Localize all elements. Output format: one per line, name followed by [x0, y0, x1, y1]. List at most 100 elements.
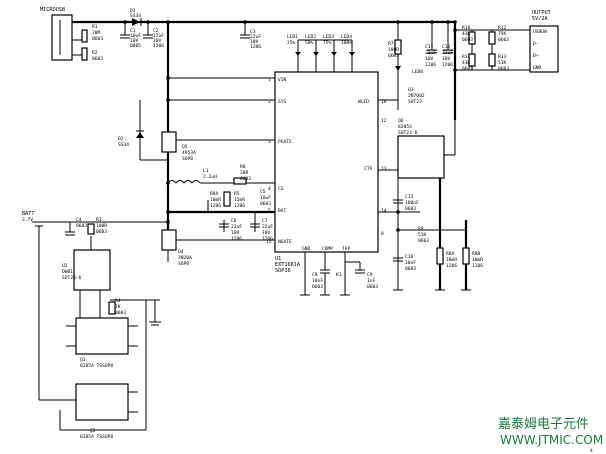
u1-pin-gnd: GND	[302, 246, 311, 252]
r11-pkg: 0603	[462, 66, 473, 72]
led2-val: 50%	[305, 40, 314, 46]
c11-ref: C11	[425, 44, 434, 50]
q5-pkg: SOP8	[182, 156, 193, 162]
c5-val: 10uF	[260, 195, 271, 201]
c4-ref: C4	[76, 217, 82, 223]
c6-v3: 1206	[231, 236, 242, 242]
r9-pkg: 0603	[418, 238, 429, 244]
led0-label: LED0	[412, 69, 423, 75]
c6-v2: 10V	[231, 230, 240, 236]
output-pin-vbus: USBOW	[533, 29, 547, 35]
d2-q5: D2 SS34 Q5 4953A SOP8	[118, 100, 275, 162]
d2-ref: D2	[118, 136, 124, 142]
c8-pkg: 0603	[312, 284, 323, 290]
c12-v3: 1206	[442, 62, 453, 68]
r5-ref: R5	[234, 191, 240, 197]
c11-v2: 10V	[425, 56, 434, 62]
c6-v1: 22uF	[231, 224, 242, 230]
page-number: 4	[590, 448, 593, 454]
c8-ref: C8	[312, 272, 318, 278]
led-bank: LED1 25% LED2 50% LED3 75% LED4 100%	[287, 34, 355, 72]
r8a-left-pkg: 1206	[210, 203, 221, 209]
output-label: OUTPUT	[532, 10, 551, 16]
c1-ref: C1	[130, 28, 136, 34]
r1-resistor: R1 20M 0603 R2 0603	[81, 24, 103, 62]
c4-pkg: 0603	[76, 223, 87, 229]
c7-ref: C7	[262, 218, 268, 224]
r2-pkg: 0603	[92, 56, 103, 62]
u1-pin-pgate: PGATE	[278, 139, 292, 145]
r10-pkg: 0603	[462, 37, 473, 43]
d2-val: SS34	[118, 142, 129, 148]
led3-val: 75%	[323, 40, 332, 46]
u1-pin-ngate: NGATE	[278, 239, 292, 245]
output-pin-dm: D-	[533, 41, 539, 47]
u1-pin12-num: 12	[381, 118, 387, 124]
c9-ref: C9	[367, 272, 373, 278]
u1-pin1-num: 1	[268, 77, 271, 83]
u2-ref: U2	[62, 263, 68, 269]
u1-pin-bat: BAT	[278, 208, 287, 214]
c3-ref: C3	[250, 29, 256, 35]
micro-usb-label: MICROUSB	[40, 7, 65, 13]
c7-v2: 10V	[262, 230, 271, 236]
junction-dots	[123, 20, 457, 232]
led1-val: 25%	[287, 40, 296, 46]
r1-pkg: 0603	[92, 36, 103, 42]
c10-val: 10nF	[405, 260, 416, 266]
r1-val: 20M	[92, 30, 101, 36]
c10-pkg: 0603	[405, 266, 416, 272]
r11-ref: R11	[462, 54, 471, 60]
r4-pkg: 0603	[115, 310, 126, 316]
led4-val: 100%	[341, 40, 352, 46]
r8a-pkg: 1206	[446, 263, 457, 269]
c2-v3: 1206	[153, 43, 164, 49]
c2-v2: 10V	[153, 38, 162, 44]
battery: BATT 3.7V	[22, 211, 168, 400]
r8a-ref: R8A	[446, 251, 455, 257]
r13-val: 51K	[498, 60, 507, 66]
l1-ref: L1	[203, 168, 209, 174]
k1-ref: K1	[336, 272, 342, 278]
r12-ref: R12	[498, 25, 507, 31]
c10-ref: C10	[405, 254, 414, 260]
watermark-cn: 嘉泰姆电子元件	[498, 417, 589, 432]
u2-chip: U2 DW01 SOT23-6	[62, 236, 160, 320]
c3-v3: 1206	[250, 44, 261, 50]
lower-right-passives: C13 100nF 0603 R9 51K 0603 C10 10nF 0603	[378, 178, 465, 290]
c9-val: 1nF	[367, 278, 376, 284]
q3-ref: Q3	[408, 87, 414, 93]
q4-pkg: SOP8	[178, 261, 189, 267]
q3-pkg: SOT23	[408, 99, 422, 105]
r2-ref: R2	[92, 50, 98, 56]
u1-pin-comp: COMP	[322, 246, 333, 252]
u1-ref: U1	[275, 256, 281, 262]
u1-pin-vin: VIN	[278, 77, 287, 83]
u1-pin8-num: 8	[381, 231, 384, 237]
q5-ref: Q5	[182, 144, 188, 150]
ground-lines	[300, 289, 471, 296]
r1-ref: R1	[92, 24, 98, 30]
u1-pin-tap: TAP	[342, 246, 351, 252]
r3-ref: R3	[96, 217, 102, 223]
r6-pkg: 0603	[240, 176, 251, 182]
c13-ref: C13	[405, 194, 414, 200]
watermark-url: WWW.JTMIC.COM	[500, 433, 603, 447]
c2-v1: 22uF	[153, 33, 164, 39]
r4-resistor: R4 1K 0603	[108, 298, 161, 326]
r12-pkg: 0603	[498, 37, 509, 43]
c12-v1: 22uF	[442, 50, 453, 56]
led2-label: LED2	[305, 34, 316, 40]
u1-pin16-num: 16	[381, 99, 387, 105]
q2-part: 8205A TSSOP8	[80, 434, 113, 440]
q6-switch: Q6 8205S SOT23-6	[378, 118, 456, 179]
watermark: 嘉泰姆电子元件 WWW.JTMIC.COM 4	[498, 417, 603, 454]
r8a-left-ref: R8A	[210, 191, 219, 197]
led3-label: LED3	[323, 34, 334, 40]
c3-capacitor: C3 22uF 10V 1206	[240, 22, 261, 50]
u1-pin13-num: 13	[381, 166, 387, 172]
r4-ref: R4	[115, 298, 121, 304]
c12-ref: C12	[442, 44, 451, 50]
u2-part: DW01	[62, 269, 73, 275]
top-rail	[72, 20, 455, 56]
